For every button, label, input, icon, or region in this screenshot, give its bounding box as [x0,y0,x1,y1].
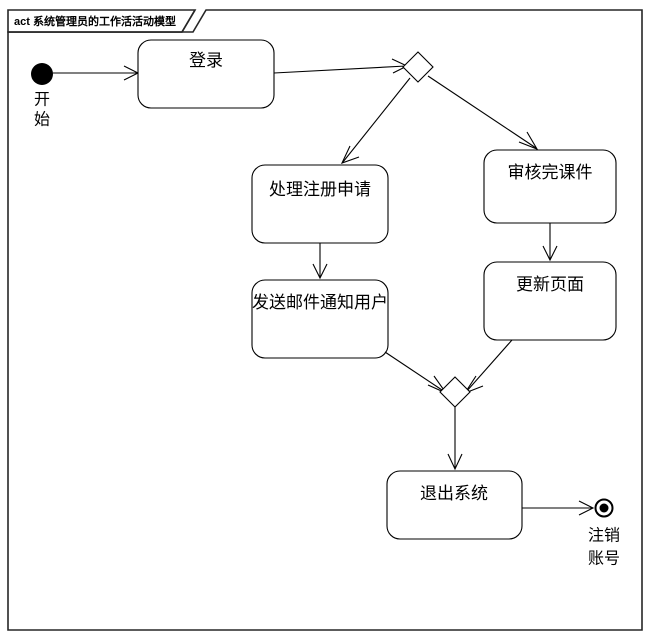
end-node-label-line1: 注销 [588,527,620,545]
action-review-courseware-label: 审核完课件 [508,163,593,182]
end-node [599,503,609,513]
action-login-label: 登录 [189,51,223,70]
decision-node-1[interactable] [402,51,434,83]
edge-decision1-to-review-courseware-arrowhead [518,131,539,151]
action-review-courseware[interactable] [483,149,617,224]
diagram-title-label: act 系统管理员的工作活活动模型 [14,14,176,28]
action-handle-registration[interactable] [251,164,389,244]
diagram-title-tab-edge [8,9,196,33]
edge-handle-registration-to-send-email-arrowhead [312,263,328,280]
edge-logout-to-end-arrowhead [578,500,595,516]
start-node-label-line1: 开 [34,92,50,109]
edge-decision1-to-handle-registration-arrowhead [340,145,360,164]
edge-decision1-to-handle-registration [342,77,411,163]
merge-node-1[interactable] [439,376,471,408]
edge-send-email-to-merge [384,351,446,393]
edge-login-to-decision1 [273,65,407,74]
edge-update-page-to-merge [465,339,513,393]
end-node-label-line2: 账号 [588,550,620,568]
end-node-ring [594,498,614,518]
start-node [31,63,53,85]
diagram-frame [7,9,643,631]
action-update-page[interactable] [483,261,617,341]
edge-merge-to-logout-arrowhead [447,453,463,471]
action-handle-registration-label: 处理注册申请 [269,180,371,199]
action-send-email[interactable] [251,279,389,359]
edge-review-courseware-to-update-page-arrowhead [542,245,558,262]
action-update-page-label: 更新页面 [516,275,584,294]
action-logout[interactable] [386,470,523,540]
start-node-label-line2: 始 [34,111,50,129]
action-login[interactable] [137,39,275,109]
action-logout-label: 退出系统 [420,484,488,503]
edge-decision1-to-review-courseware [427,75,537,149]
action-send-email-label: 发送邮件通知用户 [252,293,388,312]
